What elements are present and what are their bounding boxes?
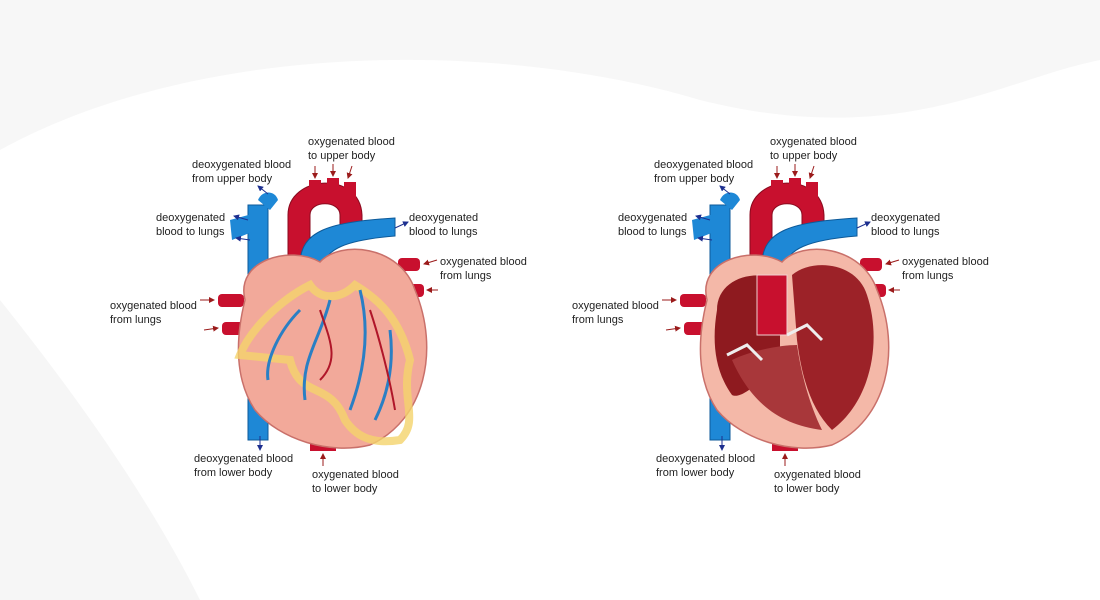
label-line: oxygenated blood (770, 136, 857, 148)
label-oxy-lungs-left: oxygenated blood from lungs (110, 299, 197, 327)
label-line: deoxygenated (156, 212, 226, 224)
label-deoxy-lower: deoxygenated blood from lower body (656, 452, 755, 480)
label-line: from upper body (192, 173, 273, 185)
label-line: from upper body (654, 173, 735, 185)
label-line: from lower body (194, 467, 273, 479)
coronary-fat (234, 279, 415, 446)
background-shape (0, 0, 1100, 150)
label-line: oxygenated blood (308, 136, 395, 148)
label-line: to lower body (774, 483, 840, 495)
label-deoxy-lungs-right: deoxygenated blood to lungs (409, 211, 478, 239)
label-line: blood to lungs (871, 226, 940, 238)
label-deoxy-lower: deoxygenated blood from lower body (194, 452, 293, 480)
label-line: deoxygenated (409, 212, 479, 224)
label-line: from lungs (110, 314, 162, 326)
label-oxy-upper: oxygenated blood to upper body (308, 135, 395, 163)
label-line: blood to lungs (618, 226, 687, 238)
label-line: from lungs (902, 270, 954, 282)
label-oxy-lungs-left: oxygenated blood from lungs (572, 299, 659, 327)
label-line: from lungs (440, 270, 492, 282)
heart-valves (726, 323, 824, 362)
label-deoxy-from-upper: deoxygenated blood from upper body (192, 158, 291, 186)
label-line: deoxygenated blood (656, 453, 756, 465)
label-line: oxygenated blood (572, 300, 659, 312)
label-oxy-lungs-right: oxygenated blood from lungs (440, 255, 527, 283)
label-oxy-upper: oxygenated blood to upper body (770, 135, 857, 163)
label-line: to lower body (312, 483, 378, 495)
label-line: oxygenated blood (110, 300, 197, 312)
label-line: oxygenated blood (902, 256, 989, 268)
cross-section-heart (662, 164, 900, 466)
left-ventricle (792, 265, 874, 430)
label-line: to upper body (308, 150, 376, 162)
label-line: oxygenated blood (774, 469, 861, 481)
label-line: oxygenated blood (440, 256, 527, 268)
label-oxy-lower: oxygenated blood to lower body (312, 468, 399, 496)
aorta-root (756, 274, 788, 336)
label-deoxy-lungs-right: deoxygenated blood to lungs (871, 211, 940, 239)
label-line: oxygenated blood (312, 469, 399, 481)
label-line: deoxygenated (618, 212, 688, 224)
label-line: deoxygenated blood (192, 159, 292, 171)
external-heart (200, 164, 438, 466)
coronary-veins (266, 289, 393, 421)
label-oxy-lower: oxygenated blood to lower body (774, 468, 861, 496)
label-oxy-lungs-right: oxygenated blood from lungs (902, 255, 989, 283)
label-line: to upper body (770, 150, 838, 162)
background-shape (0, 300, 200, 600)
label-deoxy-from-upper: deoxygenated blood from upper body (654, 158, 753, 186)
right-ventricle (732, 345, 822, 430)
label-deoxy-lungs-left: deoxygenated blood to lungs (156, 211, 225, 239)
heart-muscle (237, 248, 428, 449)
label-line: blood to lungs (409, 226, 478, 238)
label-line: from lungs (572, 314, 624, 326)
label-line: blood to lungs (156, 226, 225, 238)
label-line: deoxygenated (871, 212, 941, 224)
label-deoxy-lungs-left: deoxygenated blood to lungs (618, 211, 687, 239)
coronary-arteries (319, 309, 396, 411)
label-line: deoxygenated blood (194, 453, 294, 465)
label-line: deoxygenated blood (654, 159, 754, 171)
label-line: from lower body (656, 467, 735, 479)
